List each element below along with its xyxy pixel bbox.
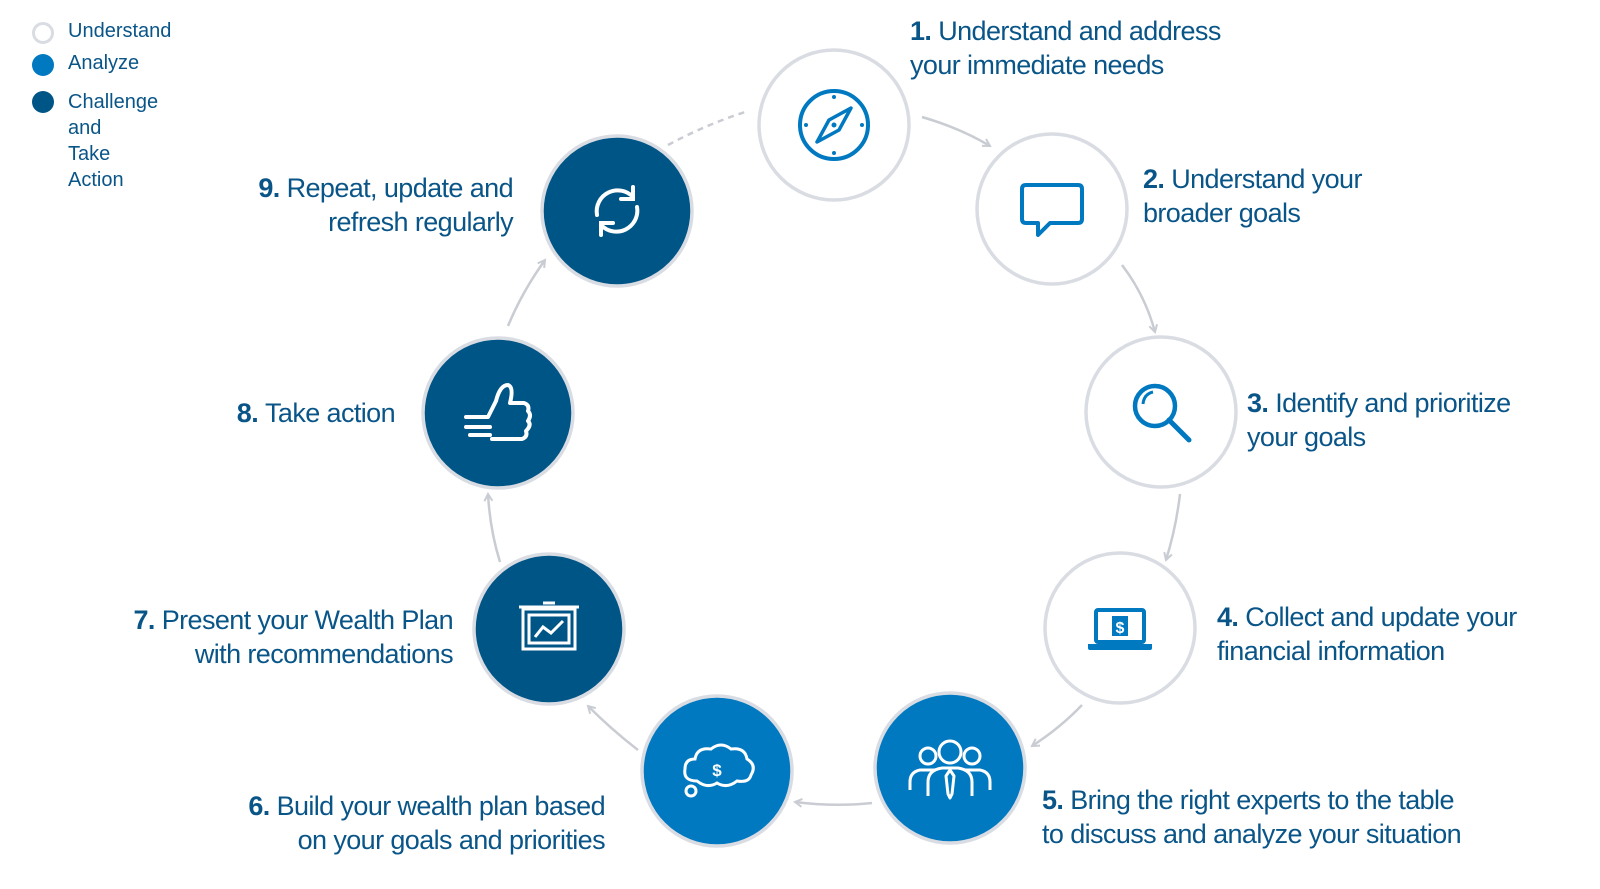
legend-swatch-understand: [32, 22, 54, 44]
laptop-dollar-icon: $: [1088, 608, 1152, 650]
step-text-line1: Identify and prioritize: [1275, 388, 1511, 418]
step-4-label: 4. Collect and update your financial info…: [1217, 600, 1517, 668]
step-7-circle: [472, 552, 626, 706]
step-8-circle: [421, 336, 575, 490]
arrow-5-6: [795, 802, 873, 805]
step-text-line1: Take action: [265, 398, 396, 428]
step-number: 5.: [1042, 785, 1071, 815]
step-text-line1: Understand your: [1171, 164, 1362, 194]
step-3-label: 3. Identify and prioritize your goals: [1247, 386, 1511, 454]
step-text-line2: your goals: [1247, 422, 1366, 452]
step-5-label: 5. Bring the right experts to the table t…: [1042, 783, 1462, 851]
legend-label: Challenge and Take Action: [68, 91, 159, 191]
step-9-label: 9. Repeat, update and refresh regularly: [258, 171, 513, 239]
legend-item-analyze: Analyze: [32, 52, 139, 76]
step-text-line2: on your goals and priorities: [297, 825, 606, 855]
thumbs-up-icon: [464, 383, 532, 441]
legend-swatch-analyze: [32, 54, 54, 76]
step-9-circle: [540, 134, 694, 288]
step-number: 1.: [910, 16, 939, 46]
step-text-line2: broader goals: [1143, 198, 1301, 228]
legend-item-challenge: Challenge and Take Action: [32, 89, 158, 193]
step-number: 9.: [258, 173, 287, 203]
step-1-circle: [757, 48, 911, 202]
arrow-4-5: [1032, 704, 1083, 746]
magnifier-icon: [1132, 383, 1192, 443]
step-text-line1: Collect and update your: [1245, 602, 1517, 632]
step-number: 2.: [1143, 164, 1172, 194]
legend-label: Understand: [68, 20, 172, 42]
step-8-label: 8. Take action: [236, 396, 396, 430]
step-text-line1: Bring the right experts to the table: [1070, 785, 1454, 815]
speech-bubble-icon: [1020, 183, 1084, 237]
presentation-chart-icon: [519, 601, 579, 651]
compass-icon: [798, 89, 870, 161]
step-1-label: 1. Understand and address your immediate …: [910, 14, 1221, 82]
legend-item-understand: Understand: [32, 20, 171, 44]
thought-dollar-icon: $: [683, 743, 755, 798]
step-7-label: 7. Present your Wealth Plan with recommen…: [134, 603, 454, 671]
step-number: 3.: [1247, 388, 1276, 418]
step-text-line1: Understand and address: [938, 16, 1221, 46]
step-number: 6.: [248, 791, 277, 821]
step-text-line2: to discuss and analyze your situation: [1042, 819, 1462, 849]
step-text-line2: financial information: [1217, 636, 1445, 666]
step-3-circle: [1084, 335, 1238, 489]
arrow-6-7: [588, 706, 639, 751]
team-icon: [908, 739, 992, 800]
arrow-2-3: [1121, 264, 1155, 332]
step-text-line2: your immediate needs: [910, 50, 1164, 80]
svg-text:$: $: [712, 761, 722, 780]
step-2-circle: [975, 132, 1129, 286]
step-number: 4.: [1217, 602, 1246, 632]
connector-arrows: [488, 110, 1182, 805]
arrow-8-9: [506, 260, 545, 327]
refresh-icon: [594, 185, 640, 237]
step-number: 8.: [236, 398, 266, 428]
arrow-7-8: [488, 494, 502, 563]
arrow-1-2: [921, 115, 990, 148]
step-text-line2: with recommendations: [194, 639, 454, 669]
step-6-label: 6. Build your wealth plan based on your g…: [248, 789, 605, 857]
step-6-circle: $: [640, 694, 794, 848]
svg-text:$: $: [1116, 620, 1125, 637]
step-text-line2: refresh regularly: [328, 207, 513, 237]
legend-swatch-challenge: [32, 91, 54, 113]
arrow-9-1-dashed: [667, 110, 746, 147]
step-5-circle: [873, 691, 1027, 845]
step-2-label: 2. Understand your broader goals: [1143, 162, 1362, 230]
step-text-line1: Repeat, update and: [286, 173, 514, 203]
arrow-3-4: [1166, 493, 1182, 560]
step-text-line1: Build your wealth plan based: [276, 791, 606, 821]
legend-label: Analyze: [68, 52, 140, 74]
step-number: 7.: [133, 605, 162, 635]
step-text-line1: Present your Wealth Plan: [161, 605, 454, 635]
step-4-circle: $: [1043, 551, 1197, 705]
